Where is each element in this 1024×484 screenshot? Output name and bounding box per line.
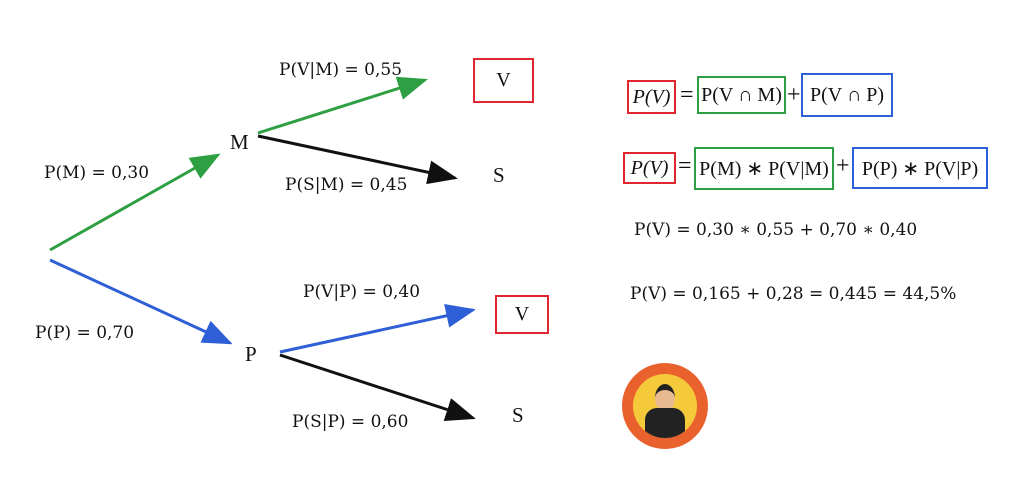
node-p: P [245,342,257,366]
arrow-p-to-v [279,304,476,354]
node-s-from-p: S [512,403,524,427]
arrow-to-p [49,258,233,345]
andrea-il-matematico-logo [622,363,708,449]
arrow-p-to-s [279,353,476,422]
formula1-lhs: P(V) [627,80,676,114]
formula2-term-m: P(M) ∗ P(V|M) [694,147,834,190]
arrow-m-to-s [257,134,458,185]
formula1-term-m: P(V ∩ M) [697,76,786,114]
label-psp: P(S|P) = 0,60 [292,412,409,432]
formula3: P(V) = 0,30 ∗ 0,55 + 0,70 ∗ 0,40 [634,220,918,240]
arrow-m-to-v [257,76,428,135]
label-psm: P(S|M) = 0,45 [285,175,408,195]
node-m: M [230,130,249,154]
formula1-term-p: P(V ∩ P) [801,73,893,117]
label-pvp: P(V|P) = 0,40 [303,282,421,302]
arrow-to-m [49,153,221,252]
label-pvm: P(V|M) = 0,55 [279,60,403,80]
label-pp: P(P) = 0,70 [35,323,135,343]
formula1-equals: = [680,82,694,108]
formula2-term-p: P(P) ∗ P(V|P) [852,147,988,189]
formula2-plus: + [836,153,850,179]
formula1-plus: + [787,82,801,108]
node-v-from-p: V [495,295,549,334]
node-v-from-m: V [473,58,534,103]
formula2-equals: = [678,153,692,179]
formula4: P(V) = 0,165 + 0,28 = 0,445 = 44,5% [630,284,957,304]
node-s-from-m: S [493,163,505,187]
label-pm: P(M) = 0,30 [44,163,150,183]
formula2-lhs: P(V) [623,152,676,184]
